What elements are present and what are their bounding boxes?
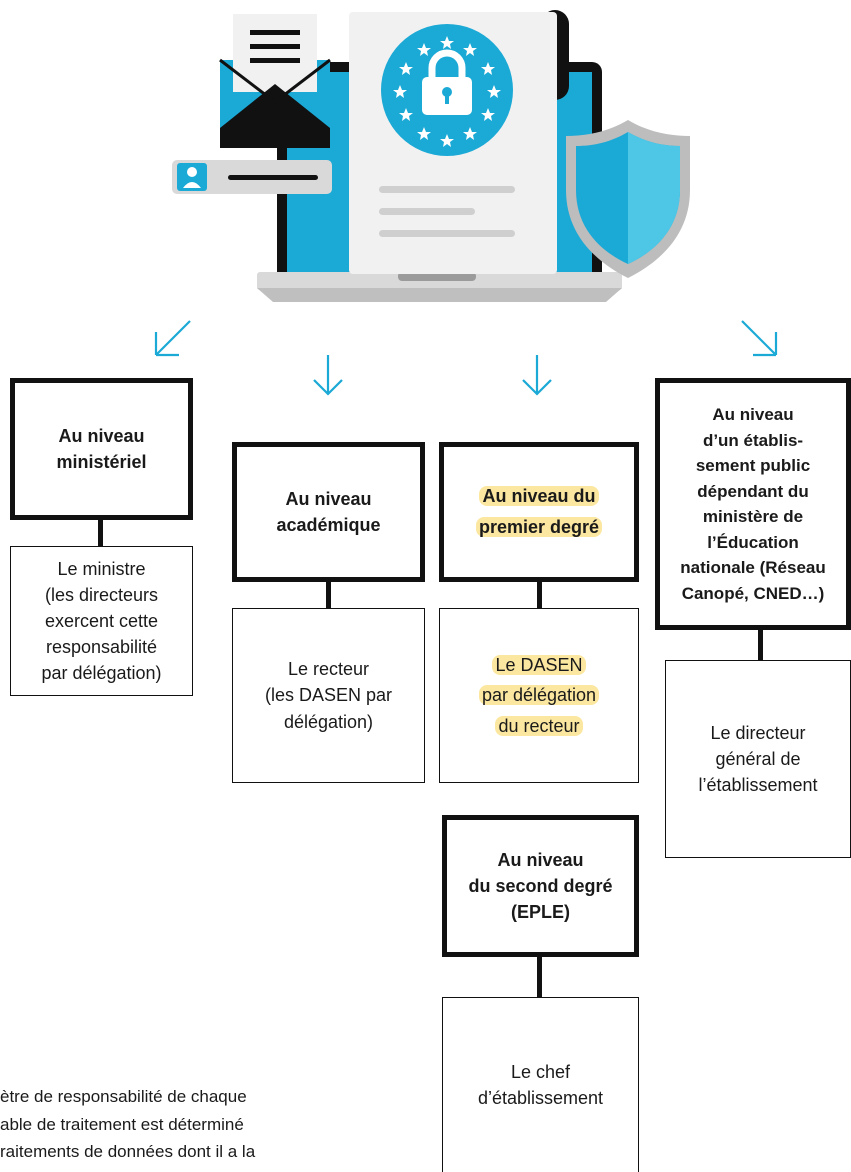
footer-paragraph: ètre de responsabilité de chaque able de… bbox=[0, 1087, 256, 1162]
arrow-down-icon bbox=[522, 355, 552, 396]
node-academique-header: Au niveau académique bbox=[232, 442, 425, 582]
node-ministeriel-body: Le ministre (les directeurs exercent cet… bbox=[10, 546, 193, 696]
node-etablissement-public-body-text: Le directeur général de l’établissement bbox=[698, 722, 818, 796]
node-second-degre-header-text: Au niveau du second degré (EPLE) bbox=[468, 849, 613, 923]
arrow-down-left-icon bbox=[154, 320, 191, 357]
shield-icon bbox=[566, 120, 690, 278]
connector bbox=[758, 630, 763, 660]
node-second-degre-body-text: Le chef d’établissement bbox=[477, 1061, 604, 1108]
node-etablissement-public-header-text: Au niveau d’un établis- sement public dé… bbox=[680, 405, 826, 603]
highlight-premier-degre-line1: Au niveau du bbox=[479, 486, 599, 507]
node-academique-header-text: Au niveau académique bbox=[276, 488, 381, 535]
user-card-icon bbox=[172, 160, 332, 194]
node-ministeriel-header-text: Au niveau ministériel bbox=[56, 425, 147, 472]
node-academique-body-text: Le recteur (les DASEN par délégation) bbox=[264, 659, 393, 732]
node-academique-body: Le recteur (les DASEN par délégation) bbox=[232, 608, 425, 783]
connector bbox=[326, 582, 331, 608]
connector bbox=[537, 957, 542, 997]
node-etablissement-public-body: Le directeur général de l’établissement bbox=[665, 660, 851, 858]
envelope-icon bbox=[219, 14, 331, 148]
node-second-degre-body: Le chef d’établissement bbox=[442, 997, 639, 1172]
node-premier-degre-body: Le DASEN par délégation du recteur bbox=[439, 608, 639, 783]
node-premier-degre-header: Au niveau du premier degré bbox=[439, 442, 639, 582]
lock-icon bbox=[422, 49, 472, 115]
node-etablissement-public-header: Au niveau d’un établis- sement public dé… bbox=[655, 378, 851, 630]
data-protection-illustration bbox=[172, 10, 690, 302]
connector bbox=[537, 582, 542, 608]
highlight-premier-degre-line2: premier degré bbox=[475, 517, 603, 537]
arrow-down-right-icon bbox=[741, 320, 778, 357]
highlight-dasen-line3: du recteur bbox=[495, 715, 583, 736]
highlight-dasen-line1: Le DASEN bbox=[492, 654, 586, 675]
node-ministeriel-header: Au niveau ministériel bbox=[10, 378, 193, 520]
connector bbox=[98, 520, 103, 546]
highlight-dasen-line2: par délégation bbox=[478, 685, 600, 706]
node-second-degre-header: Au niveau du second degré (EPLE) bbox=[442, 815, 639, 957]
arrow-down-icon bbox=[313, 355, 343, 396]
node-ministeriel-body-text: Le ministre (les directeurs exercent cet… bbox=[41, 558, 162, 684]
